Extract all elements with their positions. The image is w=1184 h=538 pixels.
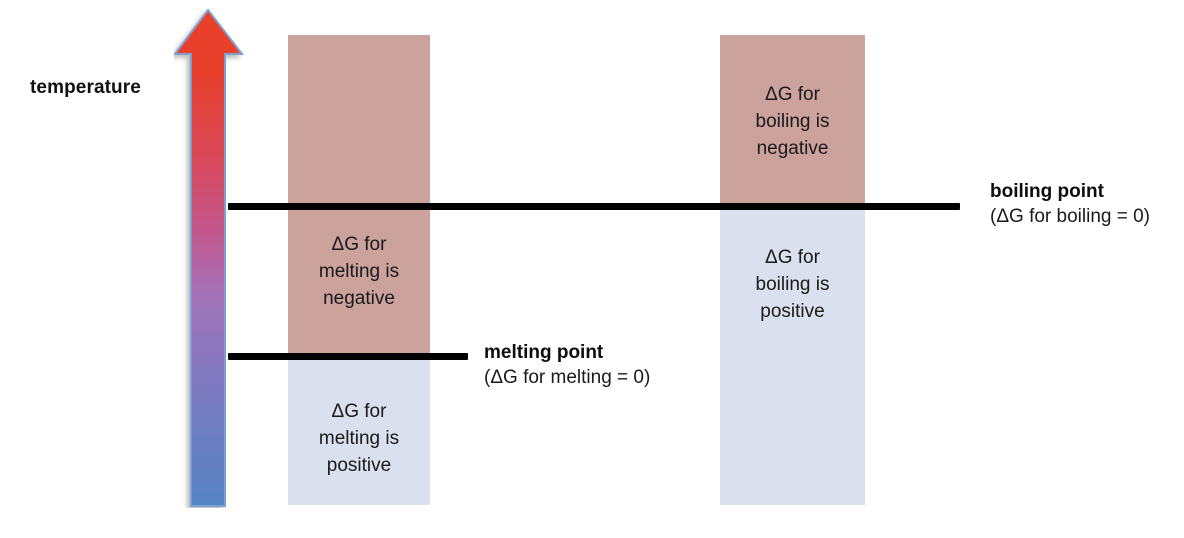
melting-positive-segment — [288, 357, 430, 505]
melting-point-subtitle: (ΔG for melting = 0) — [484, 367, 651, 388]
up-arrow-icon — [174, 8, 244, 507]
melting-point-label: melting point (ΔG for melting = 0) — [484, 341, 650, 391]
boiling-positive-segment — [720, 207, 865, 505]
boiling-point-line — [228, 203, 960, 210]
boiling-positive-label: ΔG for boiling is positive — [755, 247, 830, 322]
boiling-negative-segment — [720, 35, 865, 207]
boiling-negative-label: ΔG for boiling is negative — [755, 84, 830, 159]
melting-positive-label: ΔG for melting is positive — [318, 401, 400, 476]
melting-negative-segment — [288, 35, 430, 357]
temperature-axis-label: temperature — [30, 77, 141, 98]
melting-column: ΔG for melting is negative ΔG for meltin… — [288, 35, 430, 505]
melting-negative-label: ΔG for melting is negative — [318, 234, 400, 309]
melting-point-title: melting point — [484, 342, 604, 363]
boiling-column: ΔG for boiling is negative ΔG for boilin… — [720, 35, 865, 505]
melting-point-line — [228, 353, 468, 360]
boiling-point-label: boiling point (ΔG for boiling = 0) — [990, 180, 1150, 230]
boiling-point-title: boiling point — [990, 181, 1104, 202]
boiling-point-subtitle: (ΔG for boiling = 0) — [990, 206, 1151, 227]
temperature-axis — [174, 8, 244, 508]
